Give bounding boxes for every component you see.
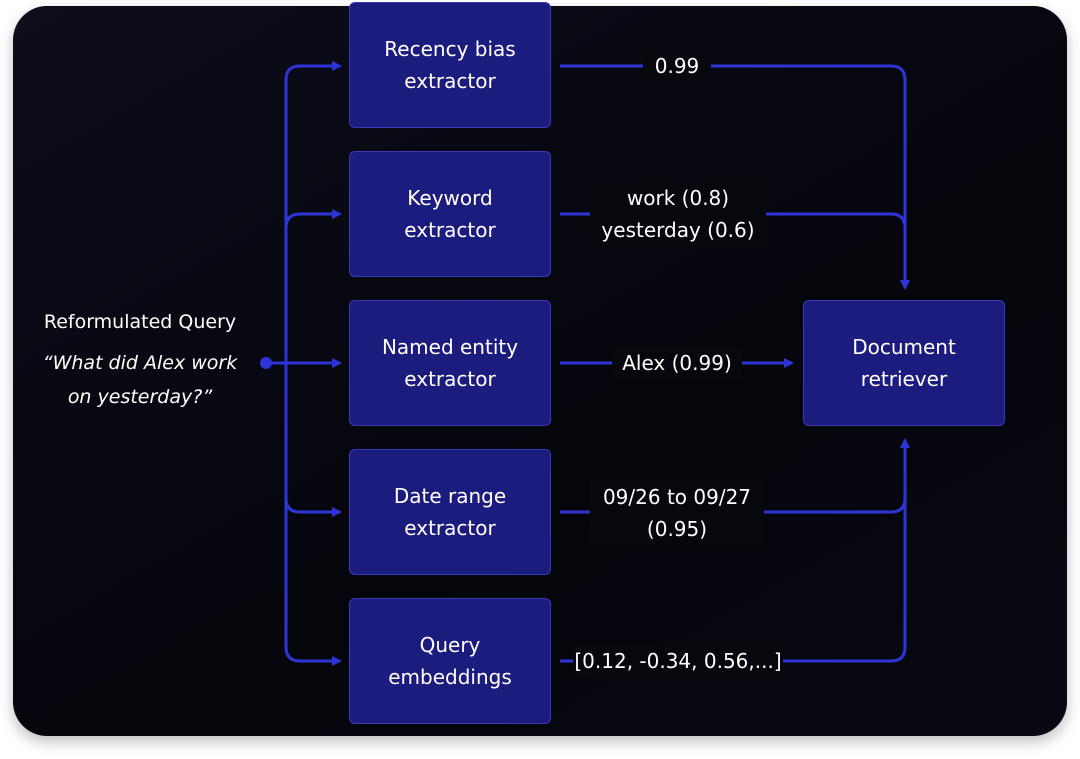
embeddings-output-label: [0.12, -0.34, 0.56,...]: [573, 645, 783, 677]
document-retriever-box: Document retriever: [803, 300, 1005, 426]
fan-to-keyword: [284, 209, 342, 363]
query-text: “What did Alex work on yesterday?”: [42, 352, 238, 408]
keyword-output-line: [560, 212, 910, 290]
query-embeddings-label: Query embeddings: [388, 633, 512, 689]
ner-output-label: Alex (0.99): [612, 347, 742, 379]
date-range-extractor-box: Date range extractor: [349, 449, 551, 575]
recency-output-label: 0.99: [643, 50, 711, 82]
document-retriever-label: Document retriever: [852, 335, 956, 391]
embeddings-output-line: [560, 438, 910, 663]
query-embeddings-box: Query embeddings: [349, 598, 551, 724]
keyword-extractor-label: Keyword extractor: [404, 186, 496, 242]
named-entity-extractor-box: Named entity extractor: [349, 300, 551, 426]
fan-to-embeddings: [284, 363, 342, 666]
date-range-extractor-label: Date range extractor: [393, 484, 507, 540]
recency-output-line: [560, 64, 910, 290]
keyword-output-label: work (0.8) yesterday (0.6): [590, 182, 766, 246]
keyword-extractor-box: Keyword extractor: [349, 151, 551, 277]
query-title: Reformulated Query: [43, 311, 237, 333]
query-origin-dot: [260, 357, 272, 369]
fan-to-date: [284, 363, 342, 517]
fan-to-recency: [284, 61, 342, 363]
recency-bias-extractor-box: Recency bias extractor: [349, 2, 551, 128]
recency-bias-extractor-label: Recency bias extractor: [384, 37, 516, 93]
date-output-label: 09/26 to 09/27 (0.95): [590, 481, 764, 545]
named-entity-extractor-label: Named entity extractor: [381, 335, 519, 391]
